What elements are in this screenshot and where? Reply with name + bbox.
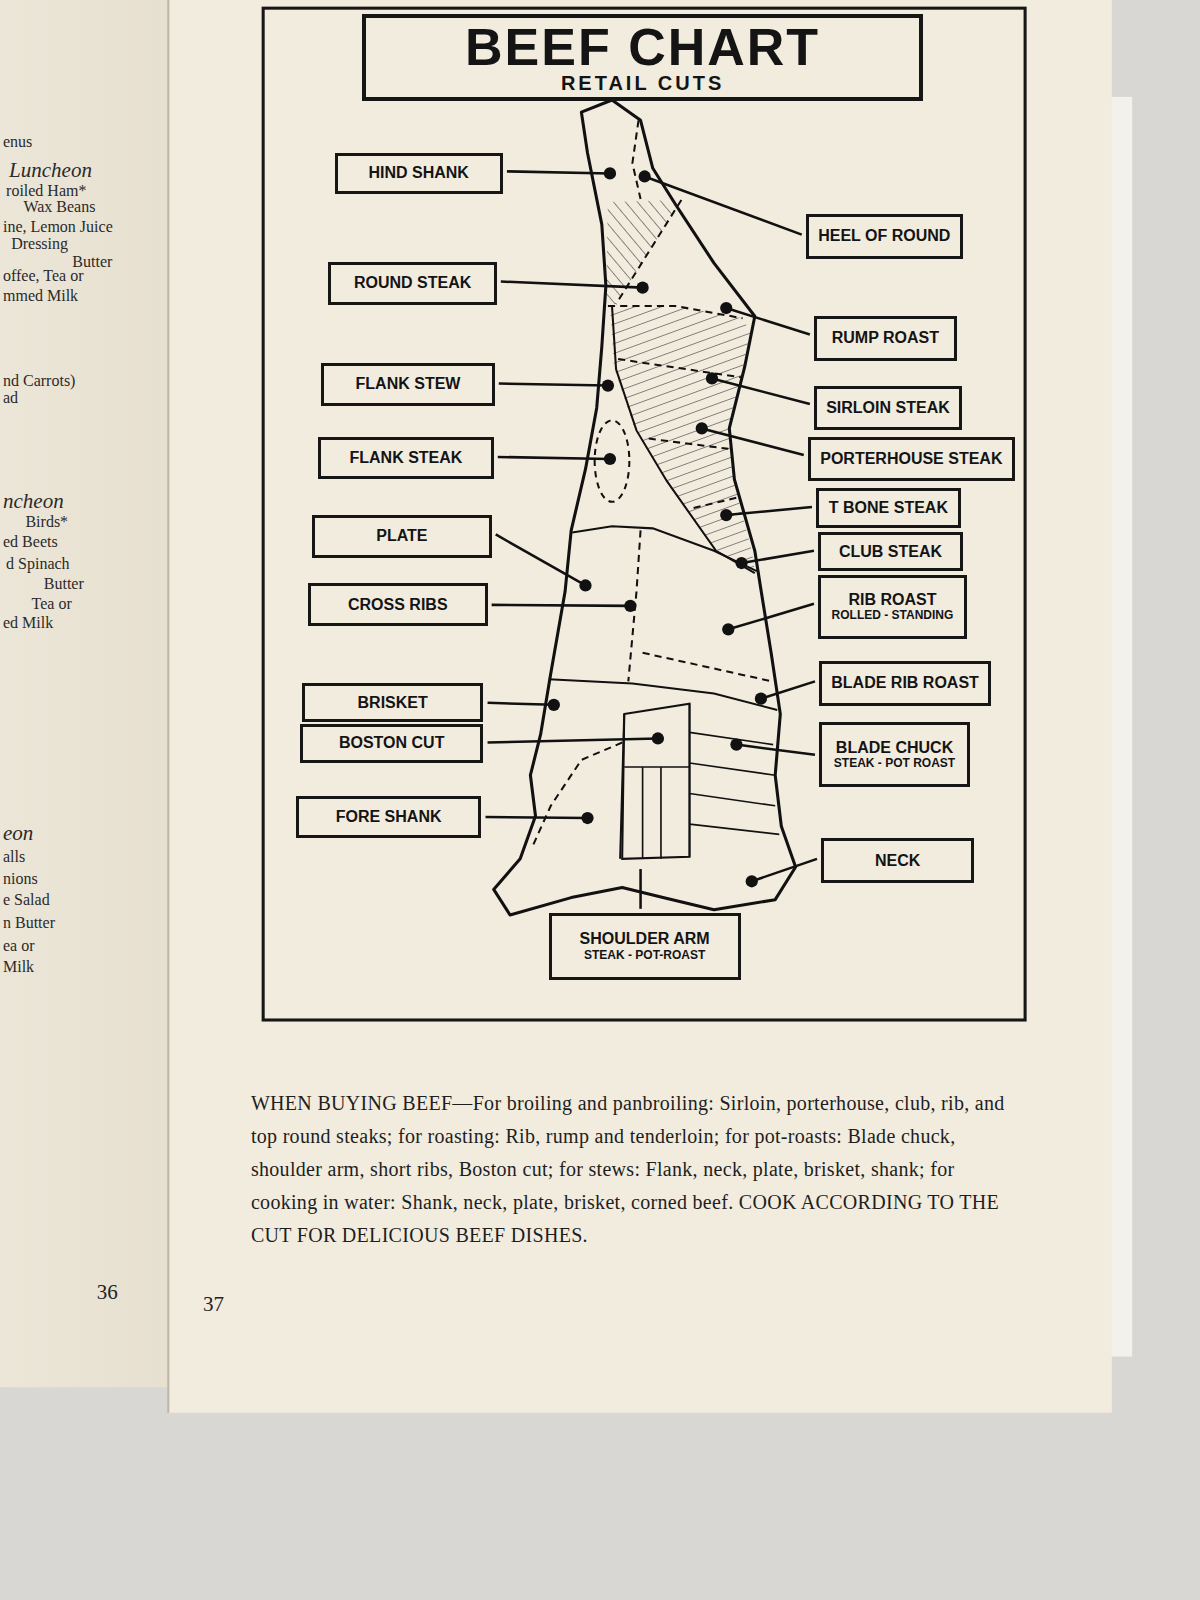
cut-dots: [548, 167, 767, 887]
menu-text: ad: [3, 389, 18, 407]
menu-text: d Spinach: [6, 555, 70, 573]
menu-text: ed Milk: [3, 614, 53, 632]
cut-label-box: CROSS RIBS: [308, 583, 488, 626]
menu-text: Birds*: [25, 513, 68, 531]
cut-label-box: FLANK STEW: [321, 363, 494, 406]
menu-text: offee, Tea or: [3, 267, 83, 285]
cut-subtitle: STEAK - POT-ROAST: [584, 949, 705, 963]
cut-label-box: NECK: [821, 838, 974, 883]
page-number: 36: [97, 1281, 118, 1304]
page-number: 37: [203, 1293, 224, 1316]
cut-name: RUMP ROAST: [832, 329, 939, 347]
title-box: BEEF CHARTRETAIL CUTS: [362, 14, 923, 101]
cut-label-box: BOSTON CUT: [300, 724, 484, 763]
menu-text: enus: [3, 133, 32, 151]
menu-text: ea or: [3, 937, 35, 955]
cut-label-box: HEEL OF ROUND: [806, 214, 963, 259]
cut-label-box: BRISKET: [302, 683, 484, 722]
cut-label-box: FORE SHANK: [296, 796, 482, 839]
menu-text: alls: [3, 848, 25, 866]
cut-name: BLADE RIB ROAST: [831, 674, 979, 692]
cut-name: HIND SHANK: [368, 164, 468, 182]
cut-label-box: RUMP ROAST: [814, 316, 957, 361]
cut-label-box: RIB ROASTROLLED - STANDING: [818, 575, 967, 638]
cut-name: ROUND STEAK: [354, 274, 471, 292]
menu-text: n Butter: [3, 914, 55, 932]
cut-name: PLATE: [376, 527, 427, 545]
cut-label-box: CLUB STEAK: [818, 532, 963, 571]
menu-text: nd Carrots): [3, 372, 75, 390]
cut-label-box: BLADE RIB ROAST: [819, 661, 991, 706]
cut-subtitle: ROLLED - STANDING: [832, 609, 954, 623]
chart-frame: [263, 8, 1025, 1020]
cut-name: SHOULDER ARM: [580, 930, 710, 948]
menu-text: Milk: [3, 958, 34, 976]
cut-name: FORE SHANK: [336, 808, 442, 826]
cut-label-box: FLANK STEAK: [318, 437, 493, 480]
cut-label-box: T BONE STEAK: [816, 488, 961, 529]
menu-text: Luncheon: [9, 159, 92, 182]
cut-name: FLANK STEW: [356, 375, 461, 393]
cut-name: CROSS RIBS: [348, 596, 448, 614]
right-page: [168, 0, 1111, 1413]
menu-text: mmed Milk: [3, 287, 78, 305]
cut-subtitle: STEAK - POT ROAST: [834, 757, 955, 771]
menu-text: Tea or: [32, 595, 72, 613]
chart-title: BEEF CHART: [465, 21, 820, 73]
cut-label-box: PLATE: [312, 515, 492, 558]
cut-label-box: ROUND STEAK: [328, 262, 496, 305]
leader-lines: [486, 171, 817, 908]
menu-text: roiled Ham*: [6, 182, 86, 200]
cut-label-box: HIND SHANK: [335, 153, 503, 194]
chart-subtitle: RETAIL CUTS: [561, 73, 724, 94]
caption: WHEN BUYING BEEF—For broiling and panbro…: [251, 1087, 1014, 1252]
beef-carcass: [494, 100, 796, 915]
menu-text: Dressing: [11, 235, 68, 253]
cut-label-box: SHOULDER ARMSTEAK - POT-ROAST: [549, 913, 741, 980]
cut-name: BOSTON CUT: [339, 734, 444, 752]
cut-name: T BONE STEAK: [829, 499, 948, 517]
cut-name: RIB ROAST: [848, 591, 936, 609]
menu-text: Wax Beans: [23, 198, 95, 216]
cut-name: HEEL OF ROUND: [818, 227, 950, 245]
menu-text: Butter: [44, 575, 84, 593]
menu-text: e Salad: [3, 891, 50, 909]
cut-name: BLADE CHUCK: [836, 739, 953, 757]
cut-name: BRISKET: [358, 694, 428, 712]
cut-label-box: BLADE CHUCKSTEAK - POT ROAST: [819, 722, 970, 787]
cut-name: FLANK STEAK: [350, 449, 463, 467]
menu-text: eon: [3, 822, 33, 845]
menu-text: nions: [3, 870, 38, 888]
cut-label-box: SIRLOIN STEAK: [814, 386, 962, 431]
cut-name: NECK: [875, 852, 920, 870]
menu-text: ncheon: [3, 490, 64, 513]
cut-name: CLUB STEAK: [839, 543, 942, 561]
cut-name: PORTERHOUSE STEAK: [820, 450, 1002, 468]
menu-text: ed Beets: [3, 533, 58, 551]
menu-text: ine, Lemon Juice: [3, 218, 113, 236]
cut-label-box: PORTERHOUSE STEAK: [808, 437, 1015, 482]
cut-name: SIRLOIN STEAK: [826, 399, 950, 417]
